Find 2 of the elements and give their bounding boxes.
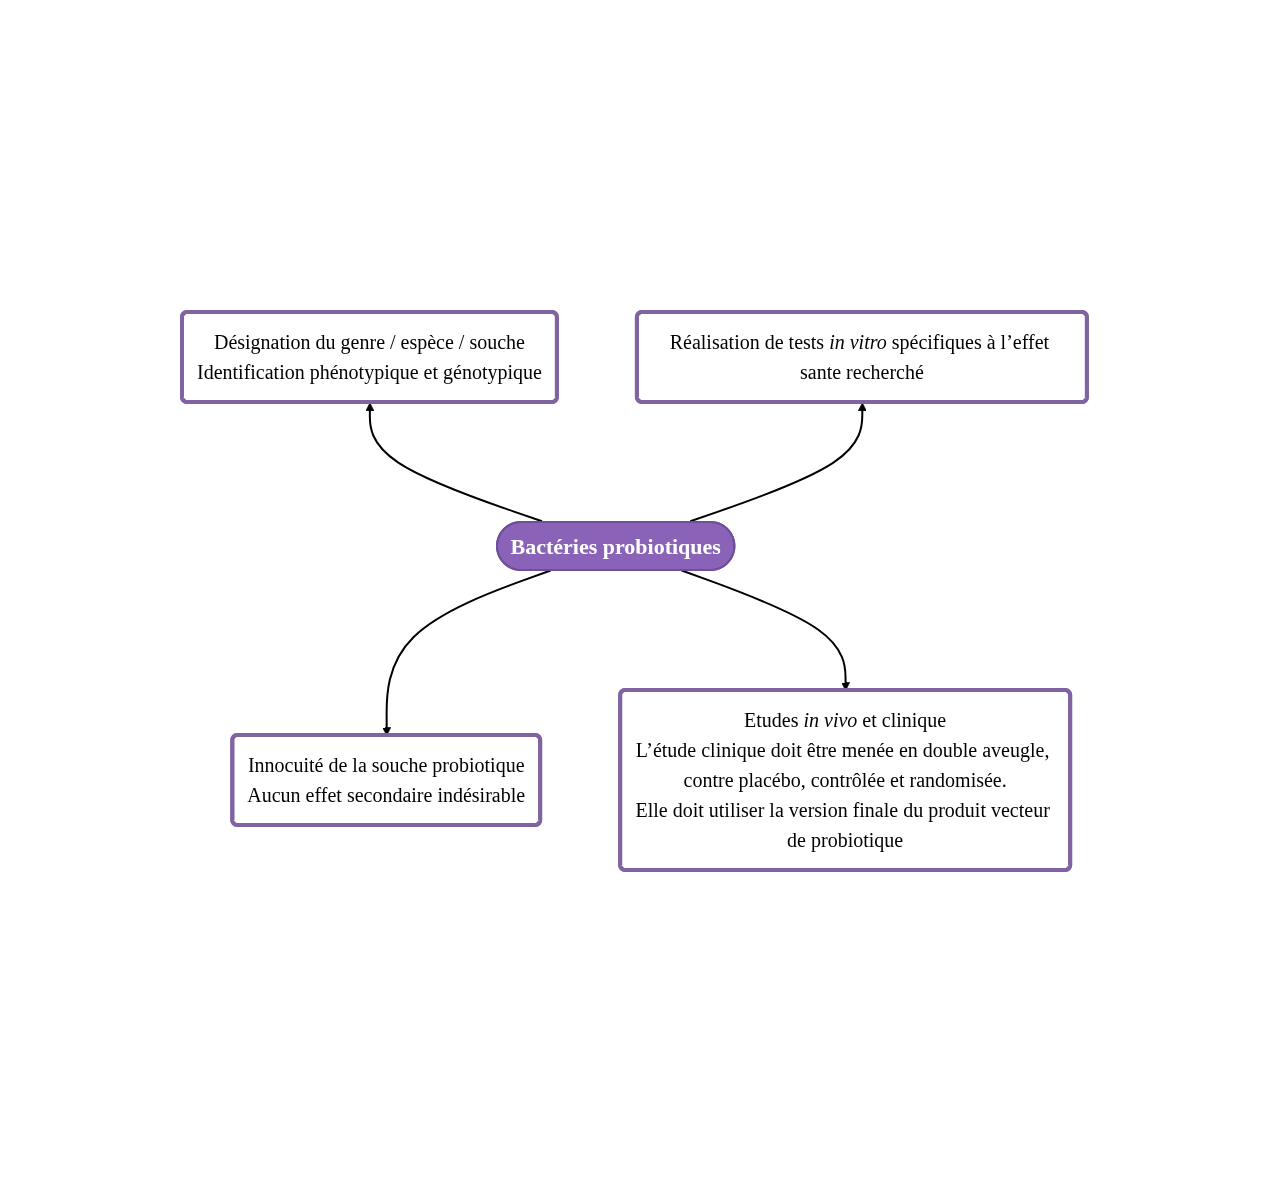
arrow [688, 402, 867, 522]
arrow [365, 402, 543, 522]
